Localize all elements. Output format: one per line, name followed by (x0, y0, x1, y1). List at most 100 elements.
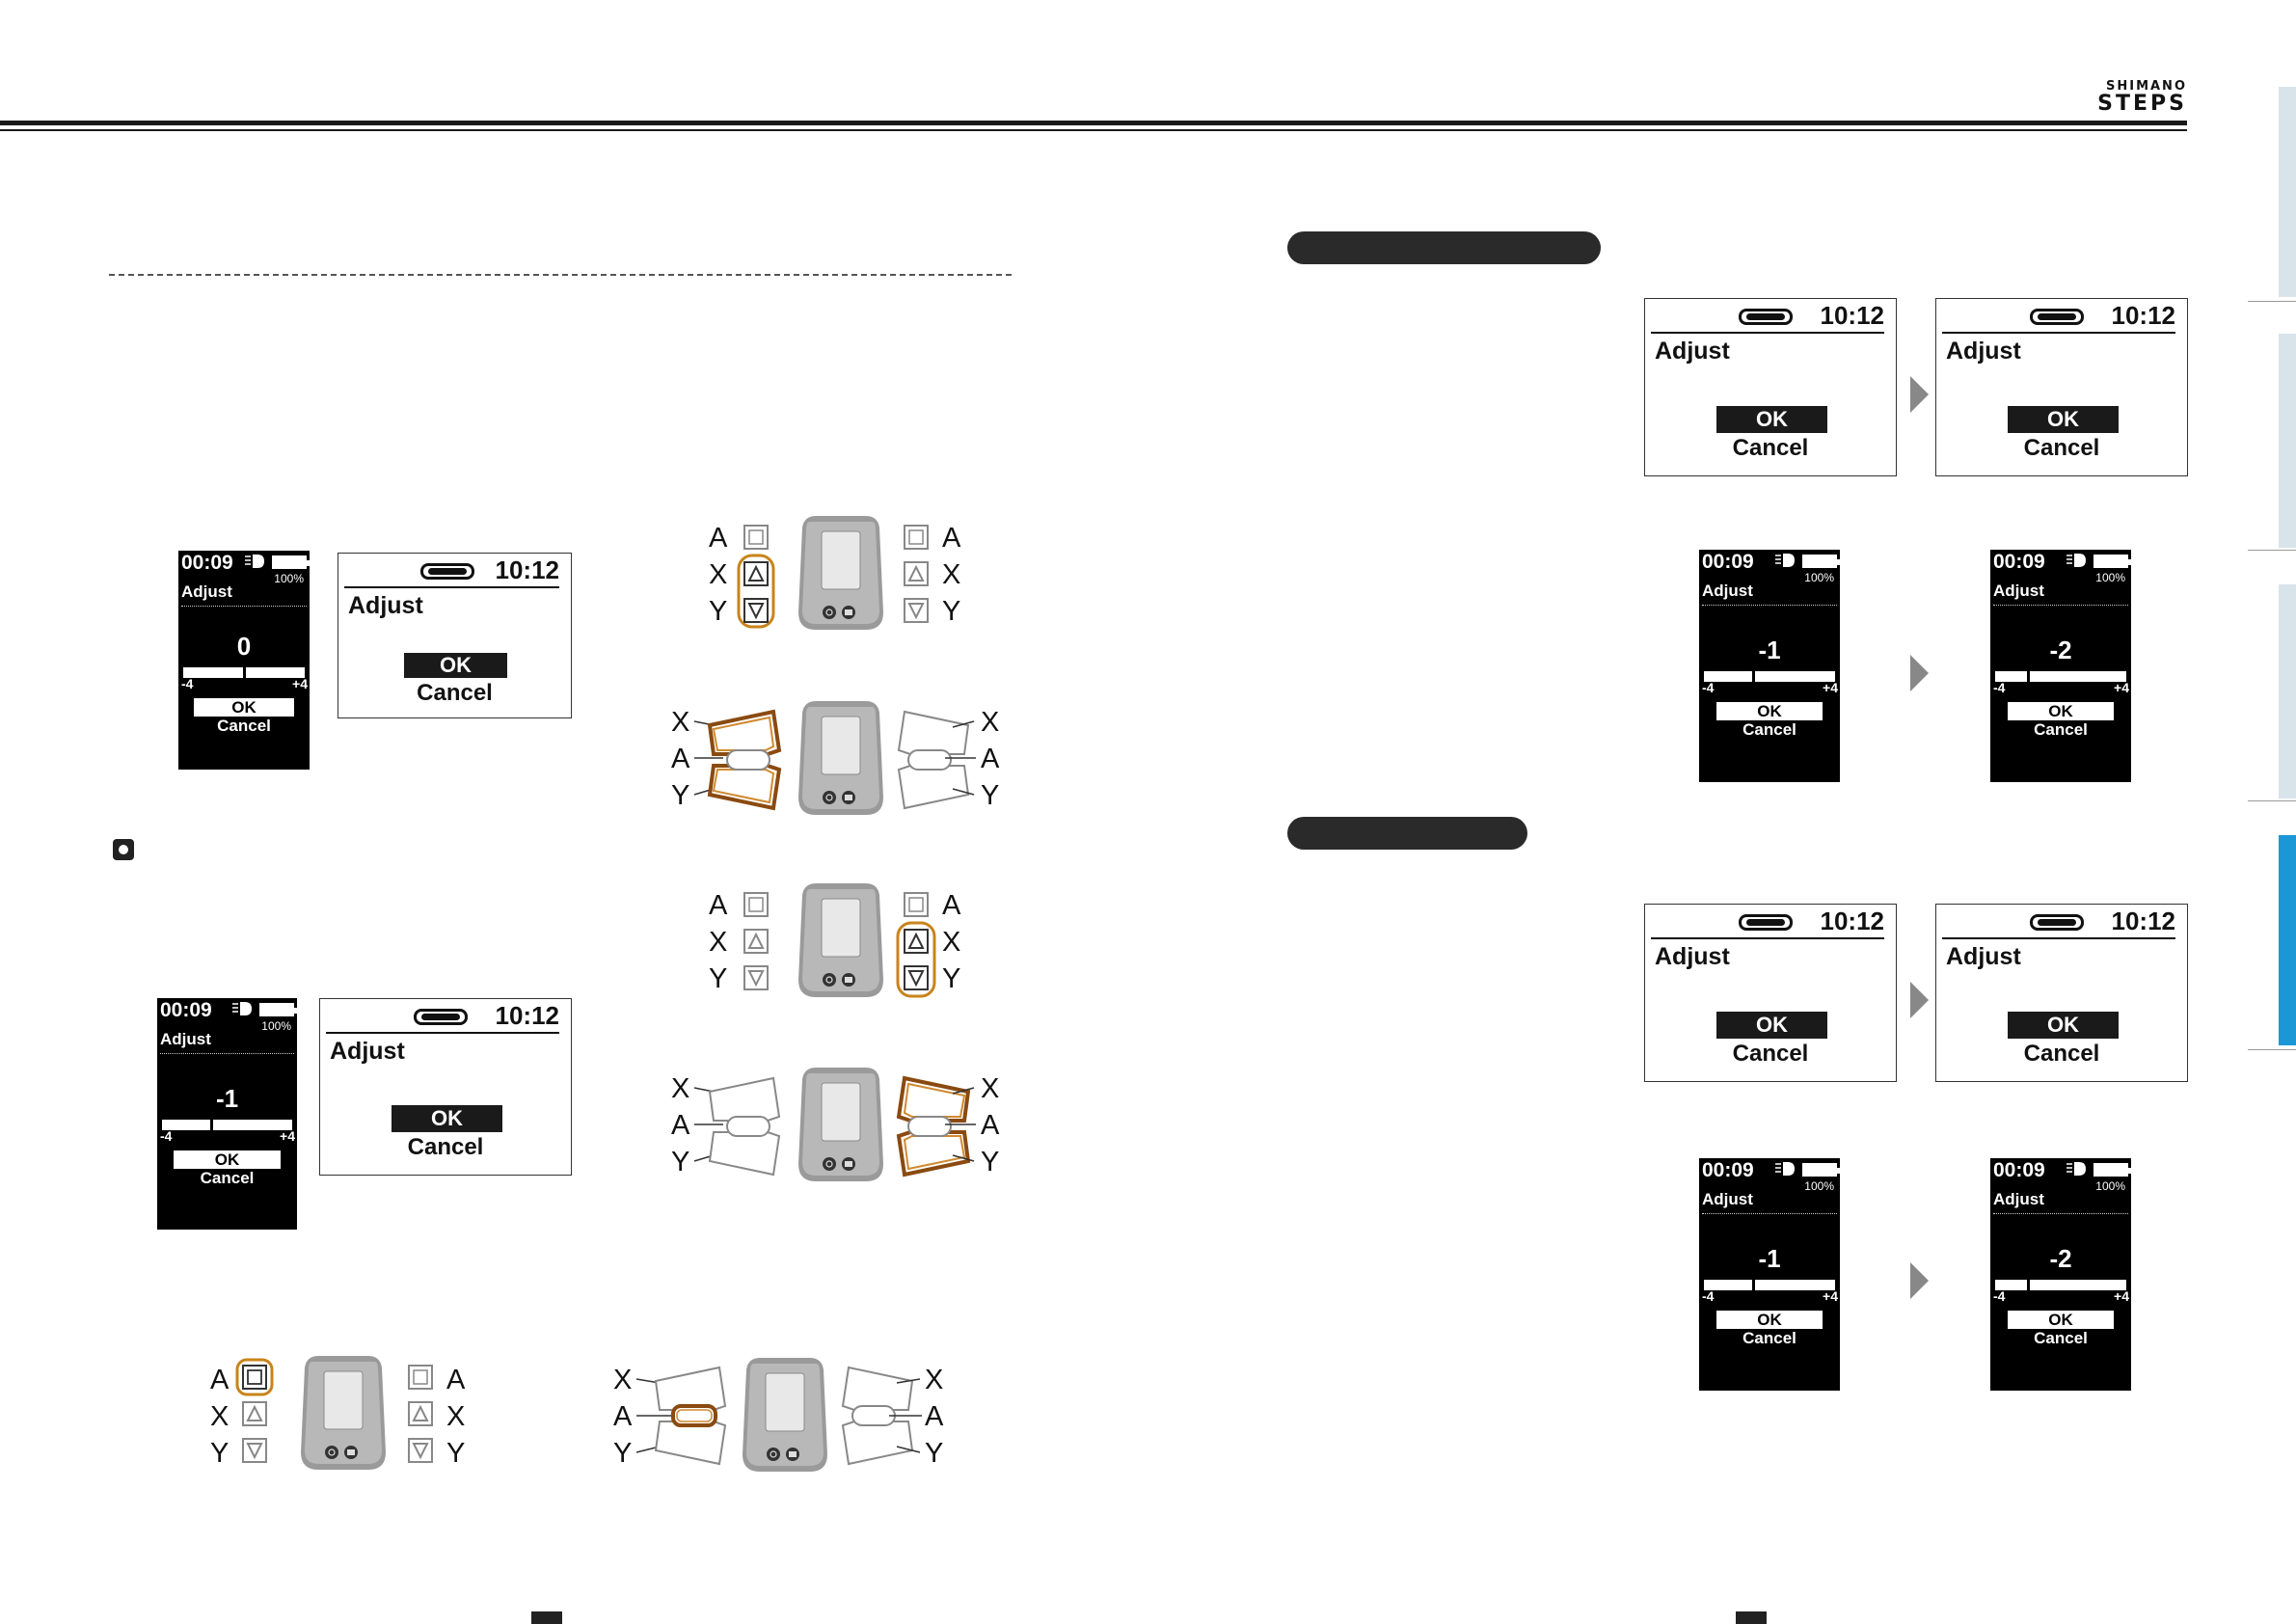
cancel-button[interactable]: Cancel (217, 717, 271, 735)
play-arrow-icon (1910, 1262, 1929, 1299)
range-min: -4 (1993, 1288, 2006, 1304)
label-y: Y (709, 596, 727, 627)
light-icon (232, 1002, 252, 1015)
svg-text:A: A (942, 890, 961, 921)
diagram-left-buttons-xy: A X Y A X Y (709, 515, 961, 631)
cycle-computer-screen-alt: 10:12 Adjust OK Cancel (1644, 298, 1897, 476)
range-max: +4 (2114, 680, 2129, 695)
clock-time: 00:09 (160, 999, 212, 1021)
clock-time: 00:09 (1993, 1159, 2045, 1181)
adjust-value: 0 (236, 632, 252, 661)
ok-button[interactable]: OK (2008, 702, 2114, 720)
range-max: +4 (2114, 1288, 2129, 1304)
ok-button[interactable]: OK (2008, 1311, 2114, 1329)
svg-text:X: X (671, 1073, 689, 1104)
ok-button[interactable]: OK (1716, 1012, 1827, 1039)
cancel-button[interactable]: Cancel (200, 1169, 255, 1187)
ok-button[interactable]: OK (2008, 406, 2119, 433)
clock-time: 10:12 (495, 1001, 560, 1030)
note-bullet-icon (113, 839, 134, 860)
range-min: -4 (181, 676, 194, 691)
play-arrow-icon (1910, 655, 1929, 691)
chapter-tab-4-active[interactable] (2279, 835, 2296, 1045)
cycle-computer-screen-alt: 10:12 Adjust OK Cancel (338, 553, 572, 718)
svg-text:Y: Y (981, 1147, 999, 1177)
range-min: -4 (160, 1128, 173, 1144)
ok-button[interactable]: OK (392, 1105, 502, 1132)
ok-button[interactable]: OK (1716, 1311, 1823, 1329)
ok-button[interactable]: OK (174, 1150, 281, 1169)
clock-time: 10:12 (1820, 907, 1885, 935)
header-rule-thin (0, 129, 2187, 131)
battery-icon (1739, 914, 1793, 931)
diagram-left-rocker-highlighted: X A Y X A Y (671, 700, 1000, 816)
screen-title: Adjust (348, 592, 423, 619)
battery-icon (2030, 914, 2084, 931)
cancel-button[interactable]: Cancel (417, 680, 493, 706)
adjust-level-bar (1995, 671, 2126, 682)
clock-time: 10:12 (2111, 907, 2176, 935)
cancel-button[interactable]: Cancel (1732, 1041, 1809, 1067)
cancel-button[interactable]: Cancel (2023, 435, 2100, 461)
cancel-button[interactable]: Cancel (2034, 1329, 2088, 1347)
cancel-button[interactable]: Cancel (1742, 1329, 1796, 1347)
svg-text:Y: Y (446, 1438, 465, 1469)
battery-percent: 100% (261, 1019, 291, 1033)
battery-icon (1802, 1163, 1840, 1177)
cycle-computer-screen: 00:09 100% Adjust -2 -4 +4 OK Cancel (1990, 1158, 2131, 1391)
cancel-button[interactable]: Cancel (407, 1134, 484, 1160)
cancel-button[interactable]: Cancel (2034, 720, 2088, 739)
ok-button[interactable]: OK (194, 698, 294, 717)
cycle-computer-screen-alt: 10:12 Adjust OK Cancel (1935, 298, 2188, 476)
svg-text:A: A (925, 1401, 944, 1432)
screen-title: Adjust (181, 582, 232, 601)
battery-icon (414, 1009, 468, 1025)
svg-text:Y: Y (709, 963, 727, 994)
light-icon (2066, 1162, 2086, 1176)
logo-line1: SHIMANO (2105, 79, 2187, 94)
battery-percent: 100% (1804, 571, 1834, 584)
cancel-button[interactable]: Cancel (1742, 720, 1796, 739)
light-icon (2066, 554, 2086, 567)
cycle-computer-screen-alt: 10:12 Adjust OK Cancel (1935, 904, 2188, 1082)
range-min: -4 (1993, 680, 2006, 695)
light-icon (245, 555, 264, 568)
screen-title: Adjust (1993, 1190, 2044, 1208)
cancel-button[interactable]: Cancel (2023, 1041, 2100, 1067)
cancel-button[interactable]: Cancel (1732, 435, 1809, 461)
svg-text:A: A (981, 744, 1000, 774)
svg-text:A: A (671, 1110, 690, 1141)
chapter-tab-1[interactable] (2279, 87, 2296, 297)
svg-text:A: A (671, 744, 690, 774)
play-arrow-icon (1910, 376, 1929, 413)
ok-button[interactable]: OK (1716, 702, 1823, 720)
battery-icon (259, 1003, 297, 1016)
ok-button[interactable]: OK (2008, 1012, 2119, 1039)
screen-title: Adjust (1702, 582, 1753, 600)
chapter-tab-3[interactable] (2279, 584, 2296, 798)
svg-text:A: A (942, 523, 961, 554)
adjust-value: -2 (2049, 636, 2072, 664)
svg-text:A: A (210, 1365, 230, 1395)
screen-title: Adjust (1655, 338, 1730, 365)
screen-title: Adjust (1946, 943, 2021, 970)
cycle-computer-screen-alt: 10:12 Adjust OK Cancel (319, 998, 572, 1176)
battery-percent: 100% (1804, 1179, 1834, 1193)
svg-text:X: X (671, 707, 689, 738)
chapter-tab-2[interactable] (2279, 334, 2296, 548)
battery-percent: 100% (2095, 571, 2125, 584)
svg-text:Y: Y (671, 1147, 689, 1177)
label-x: X (709, 559, 727, 590)
battery-icon (272, 555, 310, 569)
adjust-level-bar (162, 1120, 292, 1130)
adjust-value: -1 (1758, 636, 1781, 664)
ok-button[interactable]: OK (1716, 406, 1827, 433)
adjust-level-bar (183, 667, 305, 678)
range-min: -4 (1702, 1288, 1715, 1304)
page-number-mark-left (531, 1611, 562, 1624)
ok-button[interactable]: OK (404, 653, 507, 678)
svg-text:Y: Y (942, 963, 960, 994)
battery-percent: 100% (2095, 1179, 2125, 1193)
svg-text:Y: Y (981, 780, 999, 811)
adjust-value: -1 (1758, 1244, 1781, 1273)
